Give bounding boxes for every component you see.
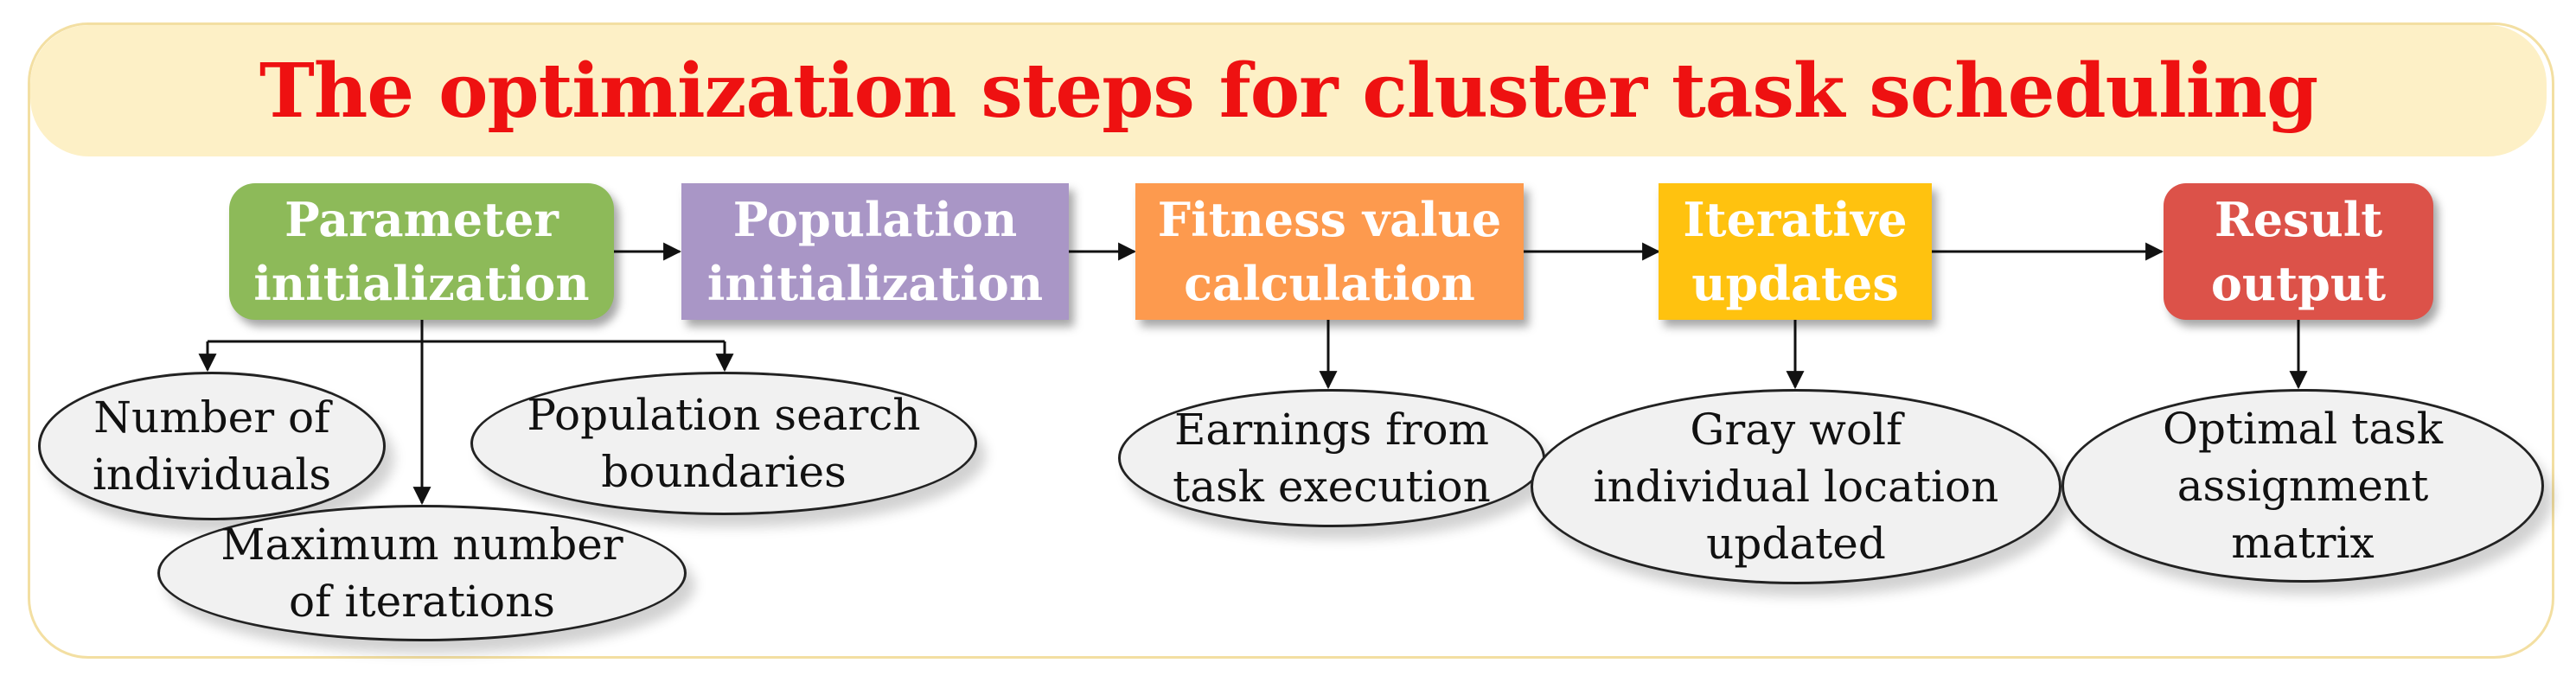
step-result-output: Result output (2164, 183, 2433, 320)
step-fitness-value-calculation: Fitness value calculation (1135, 183, 1524, 320)
detail-maximum-iterations: Maximum number of iterations (157, 505, 687, 641)
diagram-title: The optimization steps for cluster task … (259, 47, 2318, 135)
step-iterative-updates: Iterative updates (1659, 183, 1932, 320)
title-banner (30, 25, 2547, 156)
detail-optimal-task-assignment-matrix: Optimal task assignment matrix (2061, 389, 2544, 583)
detail-earnings-from-task-execution: Earnings from task execution (1118, 389, 1545, 527)
step-parameter-initialization: Parameter initialization (229, 183, 614, 320)
detail-gray-wolf-location-updated: Gray wolf individual location updated (1531, 389, 2061, 584)
step-population-initialization: Population initialization (681, 183, 1069, 320)
detail-number-of-individuals: Number of individuals (38, 372, 386, 520)
detail-population-search-boundaries: Population search boundaries (470, 372, 977, 515)
